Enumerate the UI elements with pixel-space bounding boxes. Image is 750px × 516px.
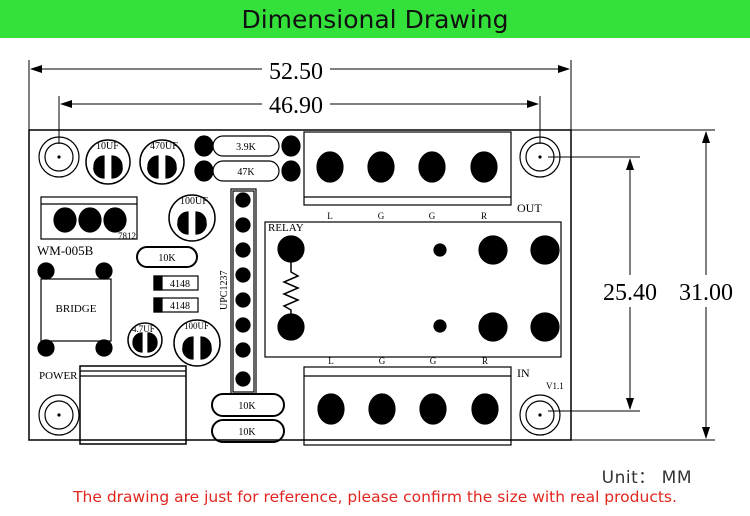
capacitor-10uf xyxy=(85,139,131,185)
resistor-10k-bottom-2 xyxy=(211,419,285,443)
label-version: V1.1 xyxy=(546,381,564,391)
out-pin-label: L xyxy=(327,211,333,221)
capacitor-100uf-bottom xyxy=(173,319,221,367)
label-res-3-9k: 3.9K xyxy=(236,142,257,153)
relay xyxy=(264,221,562,358)
label-relay: RELAY xyxy=(268,222,304,234)
dimension-lines xyxy=(28,60,715,441)
regulator-7812 xyxy=(40,196,138,240)
in-pin-label: G xyxy=(430,356,437,366)
diode-4148-a xyxy=(153,275,199,291)
label-out: OUT xyxy=(517,201,542,215)
dim-width-holes: 46.90 xyxy=(269,93,323,119)
capacitor-100uf-top xyxy=(168,194,216,242)
label-res-10k-mid: 10K xyxy=(158,253,176,264)
unit-label: Unit： MM xyxy=(601,468,692,488)
out-pin-label: G xyxy=(378,211,385,221)
resistor-47k xyxy=(194,160,301,182)
resistor-3-9k xyxy=(194,135,301,157)
dim-height-outer: 31.00 xyxy=(679,280,733,306)
label-in: IN xyxy=(517,366,530,380)
label-cap-100uf-bottom: 100UF xyxy=(184,321,209,331)
label-res-10k-b2: 10K xyxy=(238,427,256,438)
title: Dimensional Drawing xyxy=(241,4,509,34)
out-pin-label: R xyxy=(481,211,487,221)
ic-upc1237 xyxy=(230,188,257,395)
label-power: POWER xyxy=(39,370,78,382)
label-res-10k-b1: 10K xyxy=(238,401,256,412)
capacitor-470uf xyxy=(139,139,185,185)
resistor-10k-bottom-1 xyxy=(211,393,285,417)
label-diode-1: 4148 xyxy=(170,279,190,290)
dimensional-drawing: 52.50 46.90 25.40 31.00 xyxy=(28,56,738,446)
dim-height-holes: 25.40 xyxy=(603,280,657,306)
mounting-holes xyxy=(38,136,561,436)
label-bridge: BRIDGE xyxy=(56,303,97,315)
label-cap-10uf: 10UF xyxy=(96,141,119,152)
label-regulator: 7812 xyxy=(118,231,136,241)
diode-4148-b xyxy=(153,297,199,313)
in-pin-label: L xyxy=(328,356,334,366)
terminal-in xyxy=(303,366,512,446)
board-labels: 10UF 470UF 100UF 3.9K 47K 7812 WM-005B 1… xyxy=(37,141,564,438)
label-cap-470uf: 470UF xyxy=(150,141,178,152)
out-pin-label: G xyxy=(429,211,436,221)
pcb-board xyxy=(28,129,572,446)
in-pin-label: R xyxy=(482,356,488,366)
label-diode-2: 4148 xyxy=(170,301,190,312)
label-model: WM-005B xyxy=(37,243,94,258)
capacitor-4-7uf xyxy=(127,322,163,358)
board-outline xyxy=(28,129,572,441)
dimension-labels: 52.50 46.90 25.40 31.00 xyxy=(262,56,738,307)
label-cap-100uf-top: 100UF xyxy=(180,196,208,207)
in-pin-label: G xyxy=(379,356,386,366)
resistor-10k-mid xyxy=(136,246,198,268)
reference-note: The drawing are just for reference, plea… xyxy=(73,488,677,506)
title-banner: Dimensional Drawing xyxy=(0,0,750,38)
label-ic: UPC1237 xyxy=(219,271,230,310)
power-connector xyxy=(79,365,187,445)
terminal-out xyxy=(303,131,512,206)
label-cap-4-7uf: 4.7UF xyxy=(132,324,155,334)
bridge-rectifier xyxy=(37,262,113,357)
dim-width-outer: 52.50 xyxy=(269,59,323,85)
label-res-47k: 47K xyxy=(237,167,255,178)
